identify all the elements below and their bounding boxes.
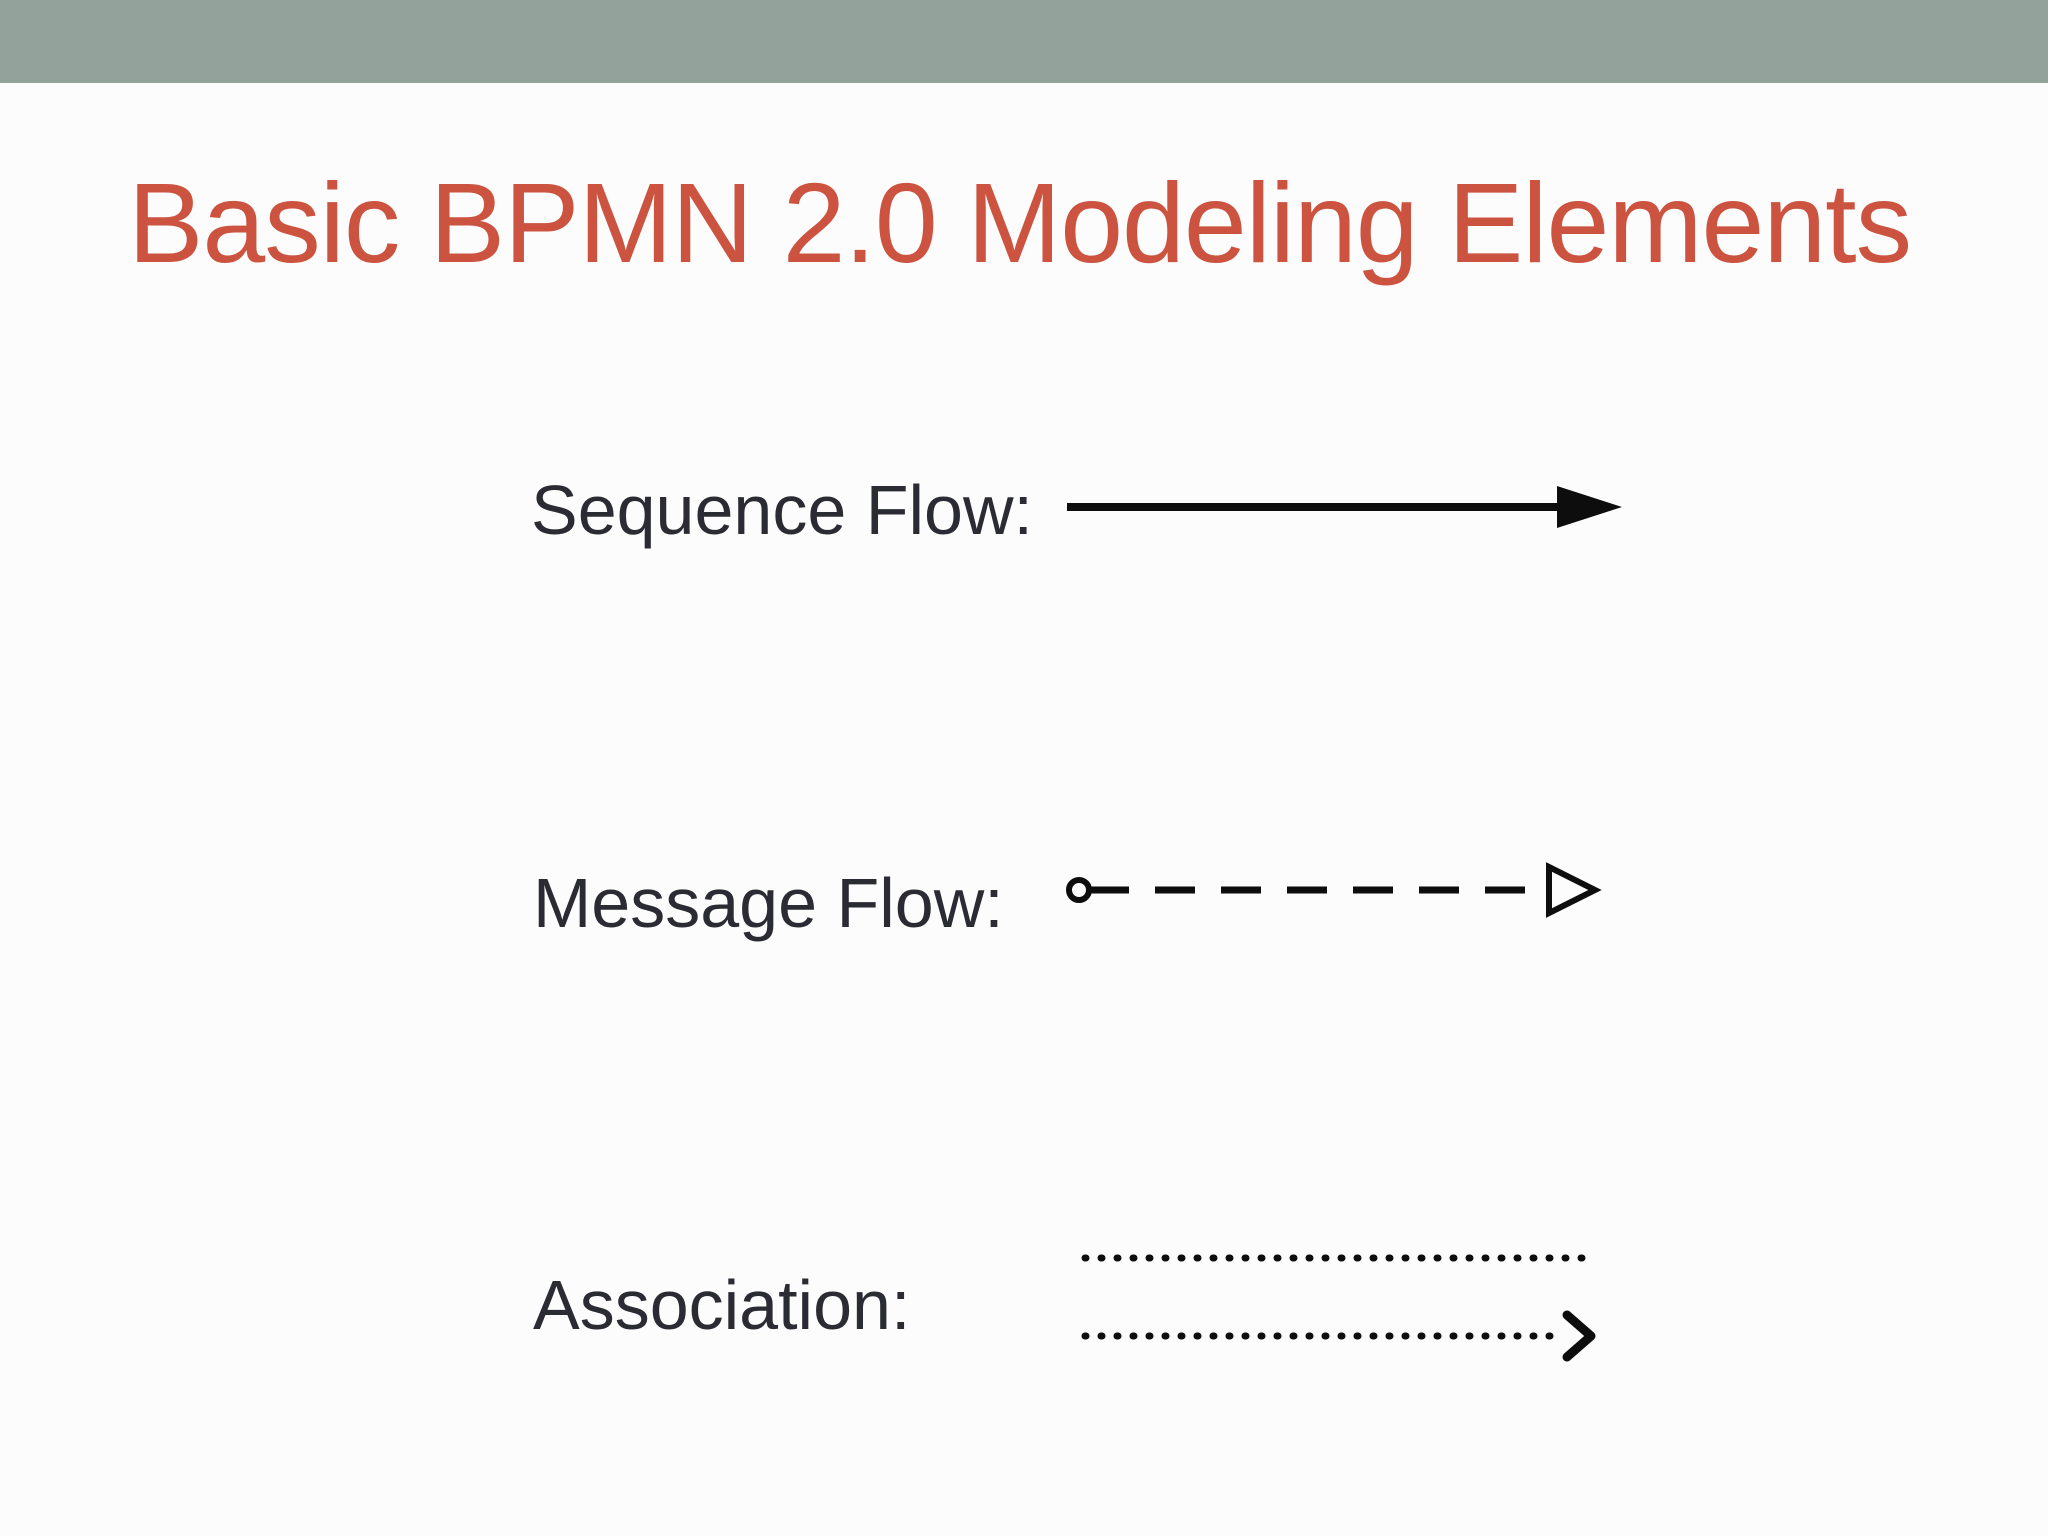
- header-bar: [0, 0, 2048, 83]
- message-flow-tail-circle-icon: [1066, 877, 1092, 903]
- sequence-flow-arrow-icon: [1067, 486, 1622, 528]
- association-label: Association:: [533, 1266, 911, 1344]
- message-flow-arrow-icon: [1066, 862, 1602, 918]
- message-flow-open-arrowhead: [1546, 862, 1602, 918]
- page-title: Basic BPMN 2.0 Modeling Elements: [128, 160, 1912, 286]
- message-flow-label: Message Flow:: [533, 864, 1004, 942]
- sequence-flow-filled-arrowhead: [1557, 486, 1622, 528]
- sequence-flow-label: Sequence Flow:: [531, 471, 1033, 549]
- association-lines-icon: [1081, 1254, 1596, 1362]
- directed-association-chevron-arrowhead: [1562, 1310, 1596, 1362]
